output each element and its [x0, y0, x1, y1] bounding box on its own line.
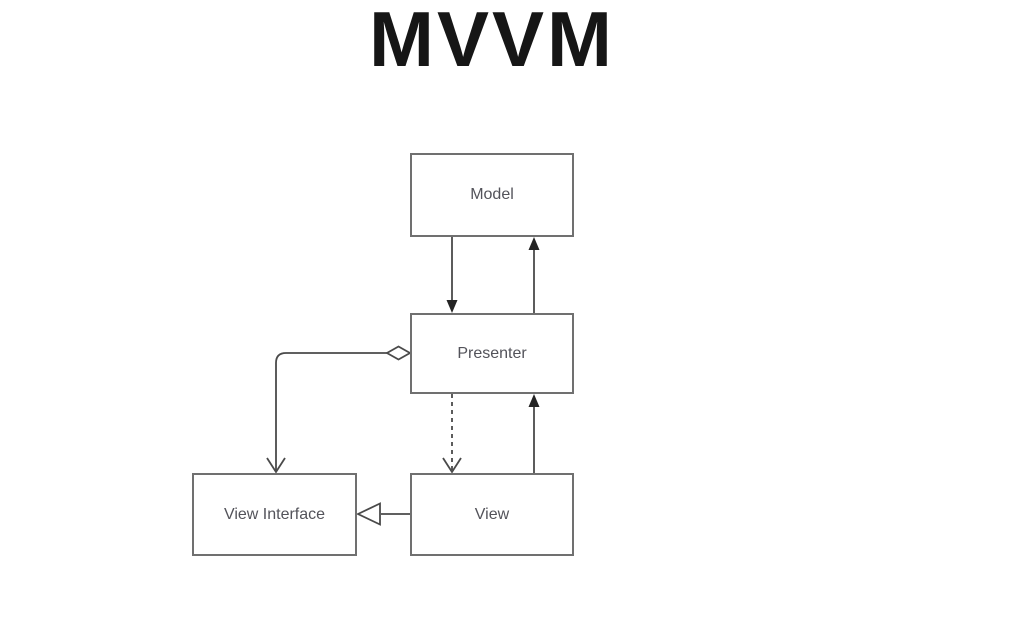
node-model: Model [410, 153, 574, 237]
open-arrowhead-icon [442, 457, 462, 474]
realization-triangle-icon [355, 502, 381, 526]
node-presenter-label: Presenter [457, 344, 527, 362]
node-view-interface-label: View Interface [223, 505, 326, 523]
edge-view-to-view-interface [355, 502, 410, 526]
edge-view-to-presenter [528, 394, 540, 473]
edge-model-to-presenter [446, 237, 458, 313]
edge-presenter-to-model [528, 237, 540, 313]
aggregation-diamond-icon [385, 345, 412, 361]
node-model-label: Model [470, 186, 514, 203]
edge-presenter-to-view-interface [266, 345, 412, 474]
node-view-interface: View Interface [192, 473, 357, 556]
open-arrowhead-icon [266, 457, 286, 474]
edge-presenter-to-view-interface-shaft [275, 352, 387, 471]
edge-presenter-to-view [442, 394, 462, 474]
filled-arrowhead-icon [446, 300, 458, 313]
node-view: View [410, 473, 574, 556]
filled-arrowhead-icon [528, 237, 540, 250]
filled-arrowhead-icon [528, 394, 540, 407]
node-view-label: View [474, 505, 510, 523]
node-presenter: Presenter [410, 313, 574, 394]
diagram-title: MVVM [369, 0, 615, 83]
